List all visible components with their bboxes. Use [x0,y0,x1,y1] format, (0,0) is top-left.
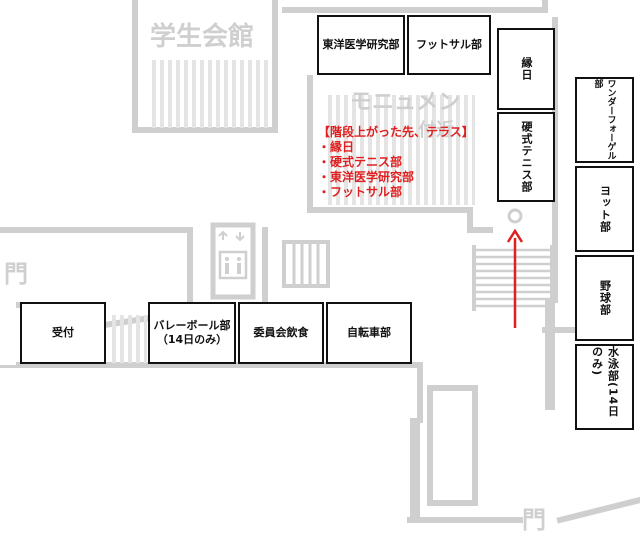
terrace-note-heading: 【階段上がった先、テラス】 [318,125,474,139]
gate-bottom-label: 門 [522,506,546,534]
terrace-note: 【階段上がった先、テラス】 縁日 硬式テニス部 東洋医学研究部 フットサル部 [318,125,474,200]
student-hall-label: 学生会館 [150,22,255,52]
elevator-icon [210,222,256,300]
terrace-stairs-icon [472,245,554,311]
booth-reception: 受付 [20,302,106,364]
terrace-note-item: 東洋医学研究部 [318,170,474,185]
booth-ennichi-label: 縁日 [520,57,533,81]
terrace-note-item: 縁日 [318,140,474,155]
terrace-note-item: フットサル部 [318,185,474,200]
booth-volleyball-note: （14日のみ） [156,333,228,346]
booth-baseball-label: 野球部 [598,280,612,316]
booth-wandervogel: ワンダーフォーゲル部 [575,77,634,163]
booth-volleyball: バレーボール部 （14日のみ） [148,302,236,364]
monument-marker-icon [507,208,523,224]
booth-cycling: 自転車部 [326,302,412,364]
booth-volleyball-label: バレーボール部 [153,319,231,333]
booth-baseball: 野球部 [575,255,634,341]
stairs-icon [282,240,330,288]
booth-ennichi: 縁日 [497,28,555,110]
terrace-note-item: 硬式テニス部 [318,155,474,170]
booth-swimming: 水泳部(14日のみ) [575,344,634,430]
student-hall-outline [132,0,278,133]
booth-yacht: ヨット部 [575,166,634,252]
booth-committee-food: 委員会飲食 [238,302,324,364]
monument-nearby-label: 付近 [418,120,454,141]
booth-soft-tennis: 硬式テニス部 [497,112,555,202]
booth-futsal: フットサル部 [407,15,491,75]
booth-swimming-label: 水泳部(14日のみ) [590,346,620,418]
booth-soft-tennis-label: 硬式テニス部 [520,121,533,193]
booth-toyo-medical: 東洋医学研究部 [317,15,405,75]
monument-label: モニュメン [350,90,461,115]
up-arrow [506,228,524,328]
booth-wandervogel-label: ワンダーフォーゲル部 [592,79,616,160]
booth-yacht-label: ヨット部 [598,185,612,233]
gate-left-label: 門 [4,260,28,288]
